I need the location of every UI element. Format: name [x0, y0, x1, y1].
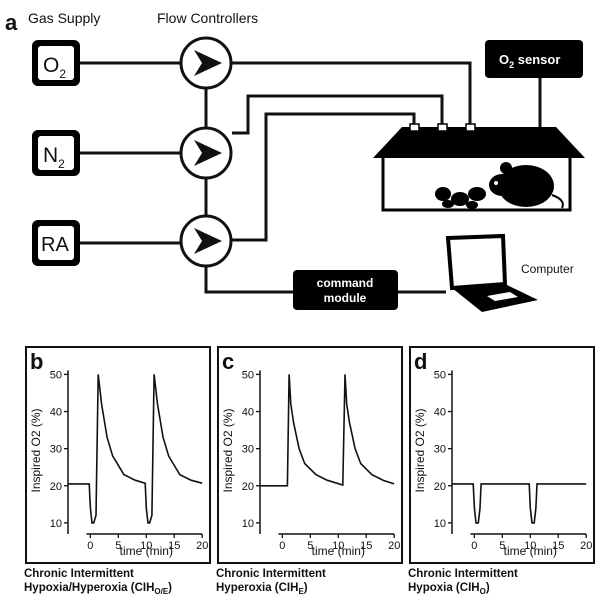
- animal-chamber: [373, 123, 585, 212]
- x-tick-label: 10: [524, 540, 536, 552]
- panel-letter: b: [30, 349, 43, 374]
- x-tick-label: 20: [388, 540, 400, 552]
- plot-panel-c: c 10 20 30 40 50 0 5 10 15 20 Inspired O2 (%) time (…: [216, 346, 403, 596]
- gas-box-o2: O2: [32, 40, 80, 86]
- o2-trace-line: [260, 374, 395, 487]
- panel-a-letter: a: [5, 10, 18, 35]
- y-tick-label: 10: [434, 518, 446, 530]
- x-tick-label: 15: [360, 540, 372, 552]
- y-tick-label: 20: [50, 481, 62, 493]
- caption-line-2: Hypoxia (CIHO): [408, 582, 490, 596]
- arrow-icon: [194, 50, 222, 76]
- y-tick-label: 30: [434, 444, 446, 456]
- x-tick-label: 0: [87, 540, 93, 552]
- x-tick-label: 5: [307, 540, 313, 552]
- computer-label: Computer: [521, 262, 574, 276]
- x-axis-label: time (min): [120, 544, 173, 558]
- y-axis-label: Inspired O2 (%): [221, 408, 235, 492]
- y-tick-label: 40: [50, 407, 62, 419]
- arrow-icon: [194, 140, 222, 166]
- mouse-icon: [489, 162, 564, 209]
- x-tick-label: 10: [140, 540, 152, 552]
- o2-trace-line: [68, 374, 203, 524]
- command-module-line2: module: [324, 291, 367, 305]
- caption-line-2: Hyperoxia (CIHE): [216, 582, 308, 596]
- gas-box-n2: N2: [32, 130, 80, 176]
- plot-panel-b: b 10 20 30 40 50 0 5 10 15 20 Inspired O2 (%) time (…: [24, 346, 211, 596]
- flow-controller-n2: [179, 126, 233, 180]
- o2-output-line: [232, 61, 472, 128]
- gas-box-ra: RA: [32, 220, 80, 266]
- ra-box-label: RA: [41, 234, 69, 256]
- x-tick-label: 15: [552, 540, 564, 552]
- caption-line-1: Chronic Intermittent: [408, 568, 518, 580]
- plot-frame: [409, 346, 595, 564]
- plot-frame: [217, 346, 403, 564]
- x-tick-label: 20: [580, 540, 592, 552]
- x-tick-label: 5: [499, 540, 505, 552]
- plot-frame: [25, 346, 211, 564]
- x-tick-label: 20: [196, 540, 208, 552]
- x-axis-label: time (min): [504, 544, 557, 558]
- flow-controller-o2: [179, 36, 233, 90]
- y-axis-label: Inspired O2 (%): [413, 408, 427, 492]
- caption-line-2: Hypoxia/Hyperoxia (CIHO/E): [24, 582, 172, 596]
- x-tick-label: 0: [279, 540, 285, 552]
- panel-letter: c: [222, 349, 234, 374]
- o2-sensor-label: O2 sensor: [499, 52, 560, 70]
- y-tick-label: 20: [434, 481, 446, 493]
- y-tick-label: 20: [242, 481, 254, 493]
- y-axis-label: Inspired O2 (%): [29, 408, 43, 492]
- y-tick-label: 30: [242, 444, 254, 456]
- y-tick-label: 10: [50, 518, 62, 530]
- y-tick-label: 40: [434, 407, 446, 419]
- n2-output-line: [232, 94, 444, 135]
- o2-sensor-box: O2 sensor: [485, 40, 583, 78]
- o2-box-label: O2: [43, 54, 66, 81]
- pups-icon: [435, 187, 486, 209]
- y-tick-label: 50: [242, 369, 254, 381]
- x-tick-label: 15: [168, 540, 180, 552]
- caption-line-1: Chronic Intermittent: [24, 568, 134, 580]
- caption-line-1: Chronic Intermittent: [216, 568, 326, 580]
- y-tick-label: 10: [242, 518, 254, 530]
- plot-panel-d: d 10 20 30 40 50 0 5 10 15 20 Inspired O2 (%) time (…: [408, 346, 595, 596]
- x-tick-label: 5: [115, 540, 121, 552]
- y-tick-label: 40: [242, 407, 254, 419]
- command-line: [204, 266, 295, 294]
- gas-supply-heading: Gas Supply: [28, 10, 100, 26]
- y-tick-label: 50: [50, 369, 62, 381]
- y-tick-label: 50: [434, 369, 446, 381]
- y-tick-label: 30: [50, 444, 62, 456]
- x-tick-label: 10: [332, 540, 344, 552]
- command-module-line1: command: [317, 276, 374, 290]
- laptop-icon: [445, 233, 538, 312]
- gas-lines: [80, 61, 542, 294]
- x-tick-label: 0: [471, 540, 477, 552]
- ra-output-line: [232, 112, 416, 242]
- x-axis-label: time (min): [312, 544, 365, 558]
- arrow-icon: [194, 228, 222, 254]
- flow-controllers-heading: Flow Controllers: [157, 10, 258, 26]
- n2-box-label: N2: [43, 144, 65, 171]
- command-module-box: command module: [293, 270, 398, 310]
- o2-trace-line: [452, 483, 587, 524]
- flow-controller-ra: [179, 214, 233, 268]
- panel-letter: d: [414, 349, 427, 374]
